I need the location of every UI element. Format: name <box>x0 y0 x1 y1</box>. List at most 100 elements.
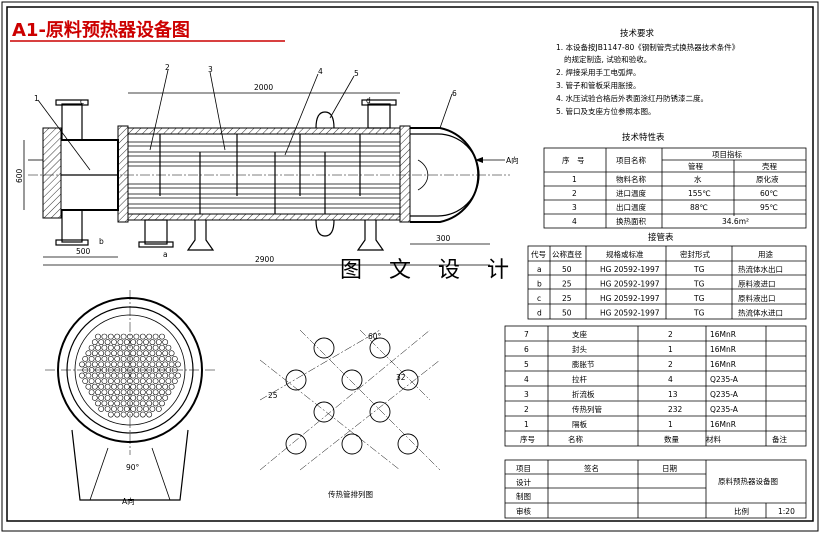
tc-h-item: 项目名称 <box>616 155 646 165</box>
section-tube <box>111 383 117 390</box>
tb-label-1: 设计 <box>516 477 531 487</box>
callout-6: 6 <box>452 89 457 98</box>
left-tube-sheet-flange <box>42 127 62 219</box>
section-tube <box>165 389 172 396</box>
callout-5: 5 <box>354 69 359 78</box>
section-tube <box>123 350 130 357</box>
expansion-joint-top <box>315 111 335 129</box>
section-tube <box>98 394 105 401</box>
section-tube <box>152 355 159 362</box>
section-tube <box>133 389 140 396</box>
section-tube <box>146 355 153 362</box>
layout-tube <box>313 401 335 423</box>
section-tube <box>117 372 124 379</box>
parts-cell: 1 <box>668 345 673 354</box>
section-tube <box>91 372 98 379</box>
section-tube <box>123 406 130 412</box>
layout-centerline <box>299 329 441 471</box>
section-tube <box>146 400 153 407</box>
section-tube <box>175 372 181 379</box>
section-tube <box>88 378 95 385</box>
section-tube <box>111 394 117 401</box>
section-tube <box>123 383 130 390</box>
section-tube <box>120 367 127 373</box>
section-tube <box>88 355 95 362</box>
nozzle-cell: a <box>537 265 542 274</box>
parts-cell: 232 <box>668 405 683 414</box>
section-tube <box>133 344 140 351</box>
section-tube <box>114 355 121 362</box>
parts-header: 序号 <box>520 434 535 444</box>
tc-r2-no: 2 <box>572 189 577 198</box>
tc-r1-no: 1 <box>572 175 577 184</box>
layout-caption: 传热管排列图 <box>328 489 373 499</box>
section-tube <box>133 367 140 373</box>
section-tube <box>117 383 124 390</box>
section-tube <box>101 378 108 385</box>
nozzle-cell: 热流体水出口 <box>738 264 783 274</box>
section-tube <box>107 400 114 407</box>
nozzle-cell: b <box>537 280 542 289</box>
section-tube <box>165 367 172 373</box>
section-tube <box>107 367 114 373</box>
section-tube <box>95 344 101 351</box>
nozzle-cell: TG <box>693 294 705 303</box>
parts-cell: 13 <box>668 390 678 399</box>
section-tube <box>130 372 137 379</box>
nozzle-label-b: b <box>99 237 104 246</box>
watermark: 图 文 设 计 <box>340 258 519 283</box>
section-tube <box>114 378 121 385</box>
section-tube <box>139 333 146 340</box>
section-tube <box>149 406 156 412</box>
section-tube <box>155 372 162 379</box>
section-tube <box>101 333 108 340</box>
section-tube <box>107 378 114 385</box>
section-tube <box>101 389 108 396</box>
section-tube <box>165 344 172 351</box>
layout-centerline <box>259 329 431 471</box>
section-tube <box>85 372 92 379</box>
section-tube <box>165 378 172 385</box>
parts-cell: 4 <box>524 375 529 384</box>
section-tube <box>149 394 156 401</box>
section-tube <box>130 406 137 412</box>
section-tube <box>152 344 159 351</box>
nozzle-cell: 25 <box>562 280 572 289</box>
section-label: A向 <box>122 496 135 506</box>
section-tube <box>107 355 114 362</box>
section-tube <box>95 389 101 396</box>
callout-3: 3 <box>208 65 213 74</box>
section-tube <box>133 333 140 340</box>
layout-tube <box>341 433 363 455</box>
section-tube <box>130 394 137 401</box>
view-a-label: A向 <box>506 155 519 165</box>
section-tube <box>130 339 137 346</box>
section-tube <box>114 367 121 373</box>
section-tube <box>98 372 105 379</box>
tech-req-2: 2. 焊接采用手工电弧焊。 <box>556 67 641 77</box>
tc-r4-item: 换热面积 <box>616 216 646 226</box>
section-tube <box>117 406 124 412</box>
section-tube <box>136 394 143 401</box>
section-tube <box>104 361 111 368</box>
tb-sign: 签名 <box>584 463 599 473</box>
layout-centerline <box>299 359 441 471</box>
section-tube <box>171 367 178 373</box>
nozzle-cell: 25 <box>562 294 572 303</box>
nz-h-1: 公称直径 <box>552 249 582 259</box>
section-tube <box>149 361 156 368</box>
section-tube <box>155 361 162 368</box>
support-left <box>186 220 215 251</box>
section-tube <box>120 344 127 351</box>
tb-scale-value: 1:20 <box>778 507 795 516</box>
nz-h-2: 规格或标准 <box>606 249 644 259</box>
parts-cell: 2 <box>524 405 529 414</box>
section-tube <box>79 361 85 368</box>
section-tube <box>101 400 108 407</box>
parts-cell: 16MnR <box>710 360 736 369</box>
section-tube <box>117 339 124 346</box>
section-tube <box>143 406 149 412</box>
